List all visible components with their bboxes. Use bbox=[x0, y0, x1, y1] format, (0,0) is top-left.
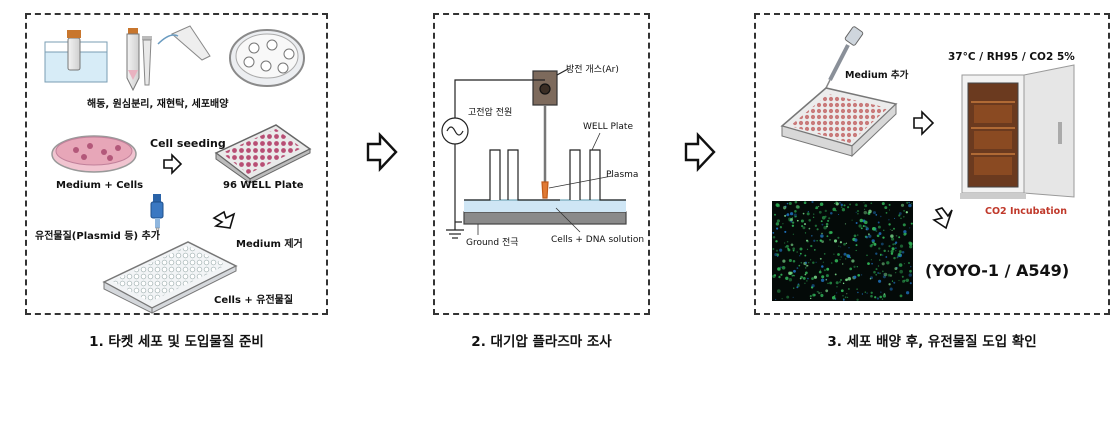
pipette-tip-icon bbox=[142, 25, 211, 86]
fluorescence-image bbox=[772, 200, 913, 301]
label-yoyo-a549: (YOYO-1 / A549) bbox=[925, 261, 1070, 280]
caption-step-2: 2. 대기압 플라즈마 조사 bbox=[471, 334, 612, 350]
label-96-well-plate: 96 WELL Plate bbox=[223, 180, 304, 191]
plasma-setup-diagram bbox=[441, 68, 627, 239]
label-co2-incubation: CO2 Incubation bbox=[985, 206, 1067, 217]
medium-well-plate-icon bbox=[780, 87, 898, 158]
arrow-icon bbox=[212, 210, 236, 229]
label-cells-dna: Cells + DNA solution bbox=[551, 235, 645, 245]
96-well-plate-icon bbox=[214, 124, 312, 184]
label-cells-material: Cells + 유전물질 bbox=[214, 295, 294, 306]
micropipette-icon bbox=[150, 194, 164, 237]
caption-step-1: 1. 타켓 세포 및 도입물질 준비 bbox=[89, 334, 264, 350]
label-ground-electrode: Ground 전극 bbox=[466, 238, 519, 248]
label-well-plate: WELL Plate bbox=[583, 122, 633, 132]
centrifuge-tube-icon bbox=[126, 28, 140, 92]
petri-dish-icon bbox=[229, 29, 305, 87]
label-hv-source: 고전압 전원 bbox=[468, 108, 513, 118]
arrow-icon bbox=[163, 153, 183, 175]
arrow-icon bbox=[932, 207, 953, 230]
caption-step-3: 3. 세포 배양 후, 유전물질 도입 확인 bbox=[827, 334, 1037, 350]
panel-plasma-irradiation bbox=[433, 13, 650, 315]
arrow-right-icon bbox=[366, 131, 398, 173]
co2-incubator-icon bbox=[960, 64, 1075, 199]
arrow-icon bbox=[913, 110, 935, 136]
empty-well-plate-icon bbox=[102, 241, 238, 314]
water-bath-icon bbox=[44, 30, 108, 83]
label-incubation-conditions: 37°C / RH95 / CO2 5% bbox=[948, 51, 1075, 63]
label-medium-cells: Medium + Cells bbox=[56, 180, 144, 191]
label-medium-remove: Medium 제거 bbox=[236, 239, 303, 250]
label-cell-seeding: Cell seeding bbox=[150, 137, 226, 150]
label-medium-add: Medium 추가 bbox=[845, 70, 909, 81]
label-add-material: 유전물질(Plasmid 등) 추가 bbox=[35, 231, 160, 242]
arrow-right-icon bbox=[684, 131, 716, 173]
cell-dish-icon bbox=[51, 135, 137, 173]
label-plasma: Plasma bbox=[606, 170, 639, 180]
label-thaw-culture: 해동, 원심분리, 재현탁, 세포배양 bbox=[87, 99, 229, 110]
label-discharge-gas: 방전 개스(Ar) bbox=[566, 65, 619, 75]
